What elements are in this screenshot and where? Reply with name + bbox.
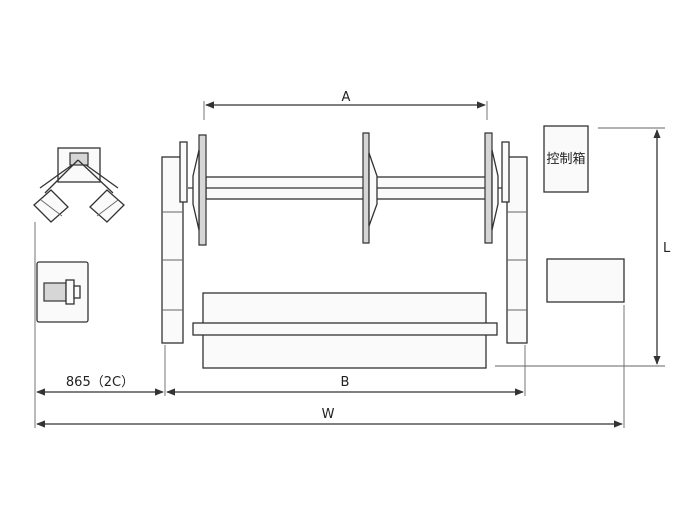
right-cabinet: [546, 258, 625, 303]
dim-b-label: B: [341, 375, 350, 390]
left-robot-lower: [36, 261, 89, 323]
dimension-b: B: [166, 375, 524, 396]
workpiece-rail: [192, 292, 498, 369]
dimension-865: 865（2C）: [36, 375, 164, 396]
dim-w-label: W: [322, 407, 335, 422]
dim-a-label: A: [342, 90, 351, 105]
left-headstock: [161, 141, 188, 344]
left-robot-top: [33, 147, 125, 223]
positioner-frame: [188, 132, 502, 246]
dim-865-label: 865（2C）: [66, 375, 134, 390]
dimension-l: L: [495, 127, 671, 367]
dimension-w: W: [36, 407, 623, 428]
control-box-label: 控制箱: [546, 151, 585, 167]
control-box: 控制箱: [543, 125, 589, 193]
right-tailstock: [501, 141, 528, 344]
dimension-a: A: [203, 90, 488, 120]
dim-l-label: L: [663, 241, 671, 256]
